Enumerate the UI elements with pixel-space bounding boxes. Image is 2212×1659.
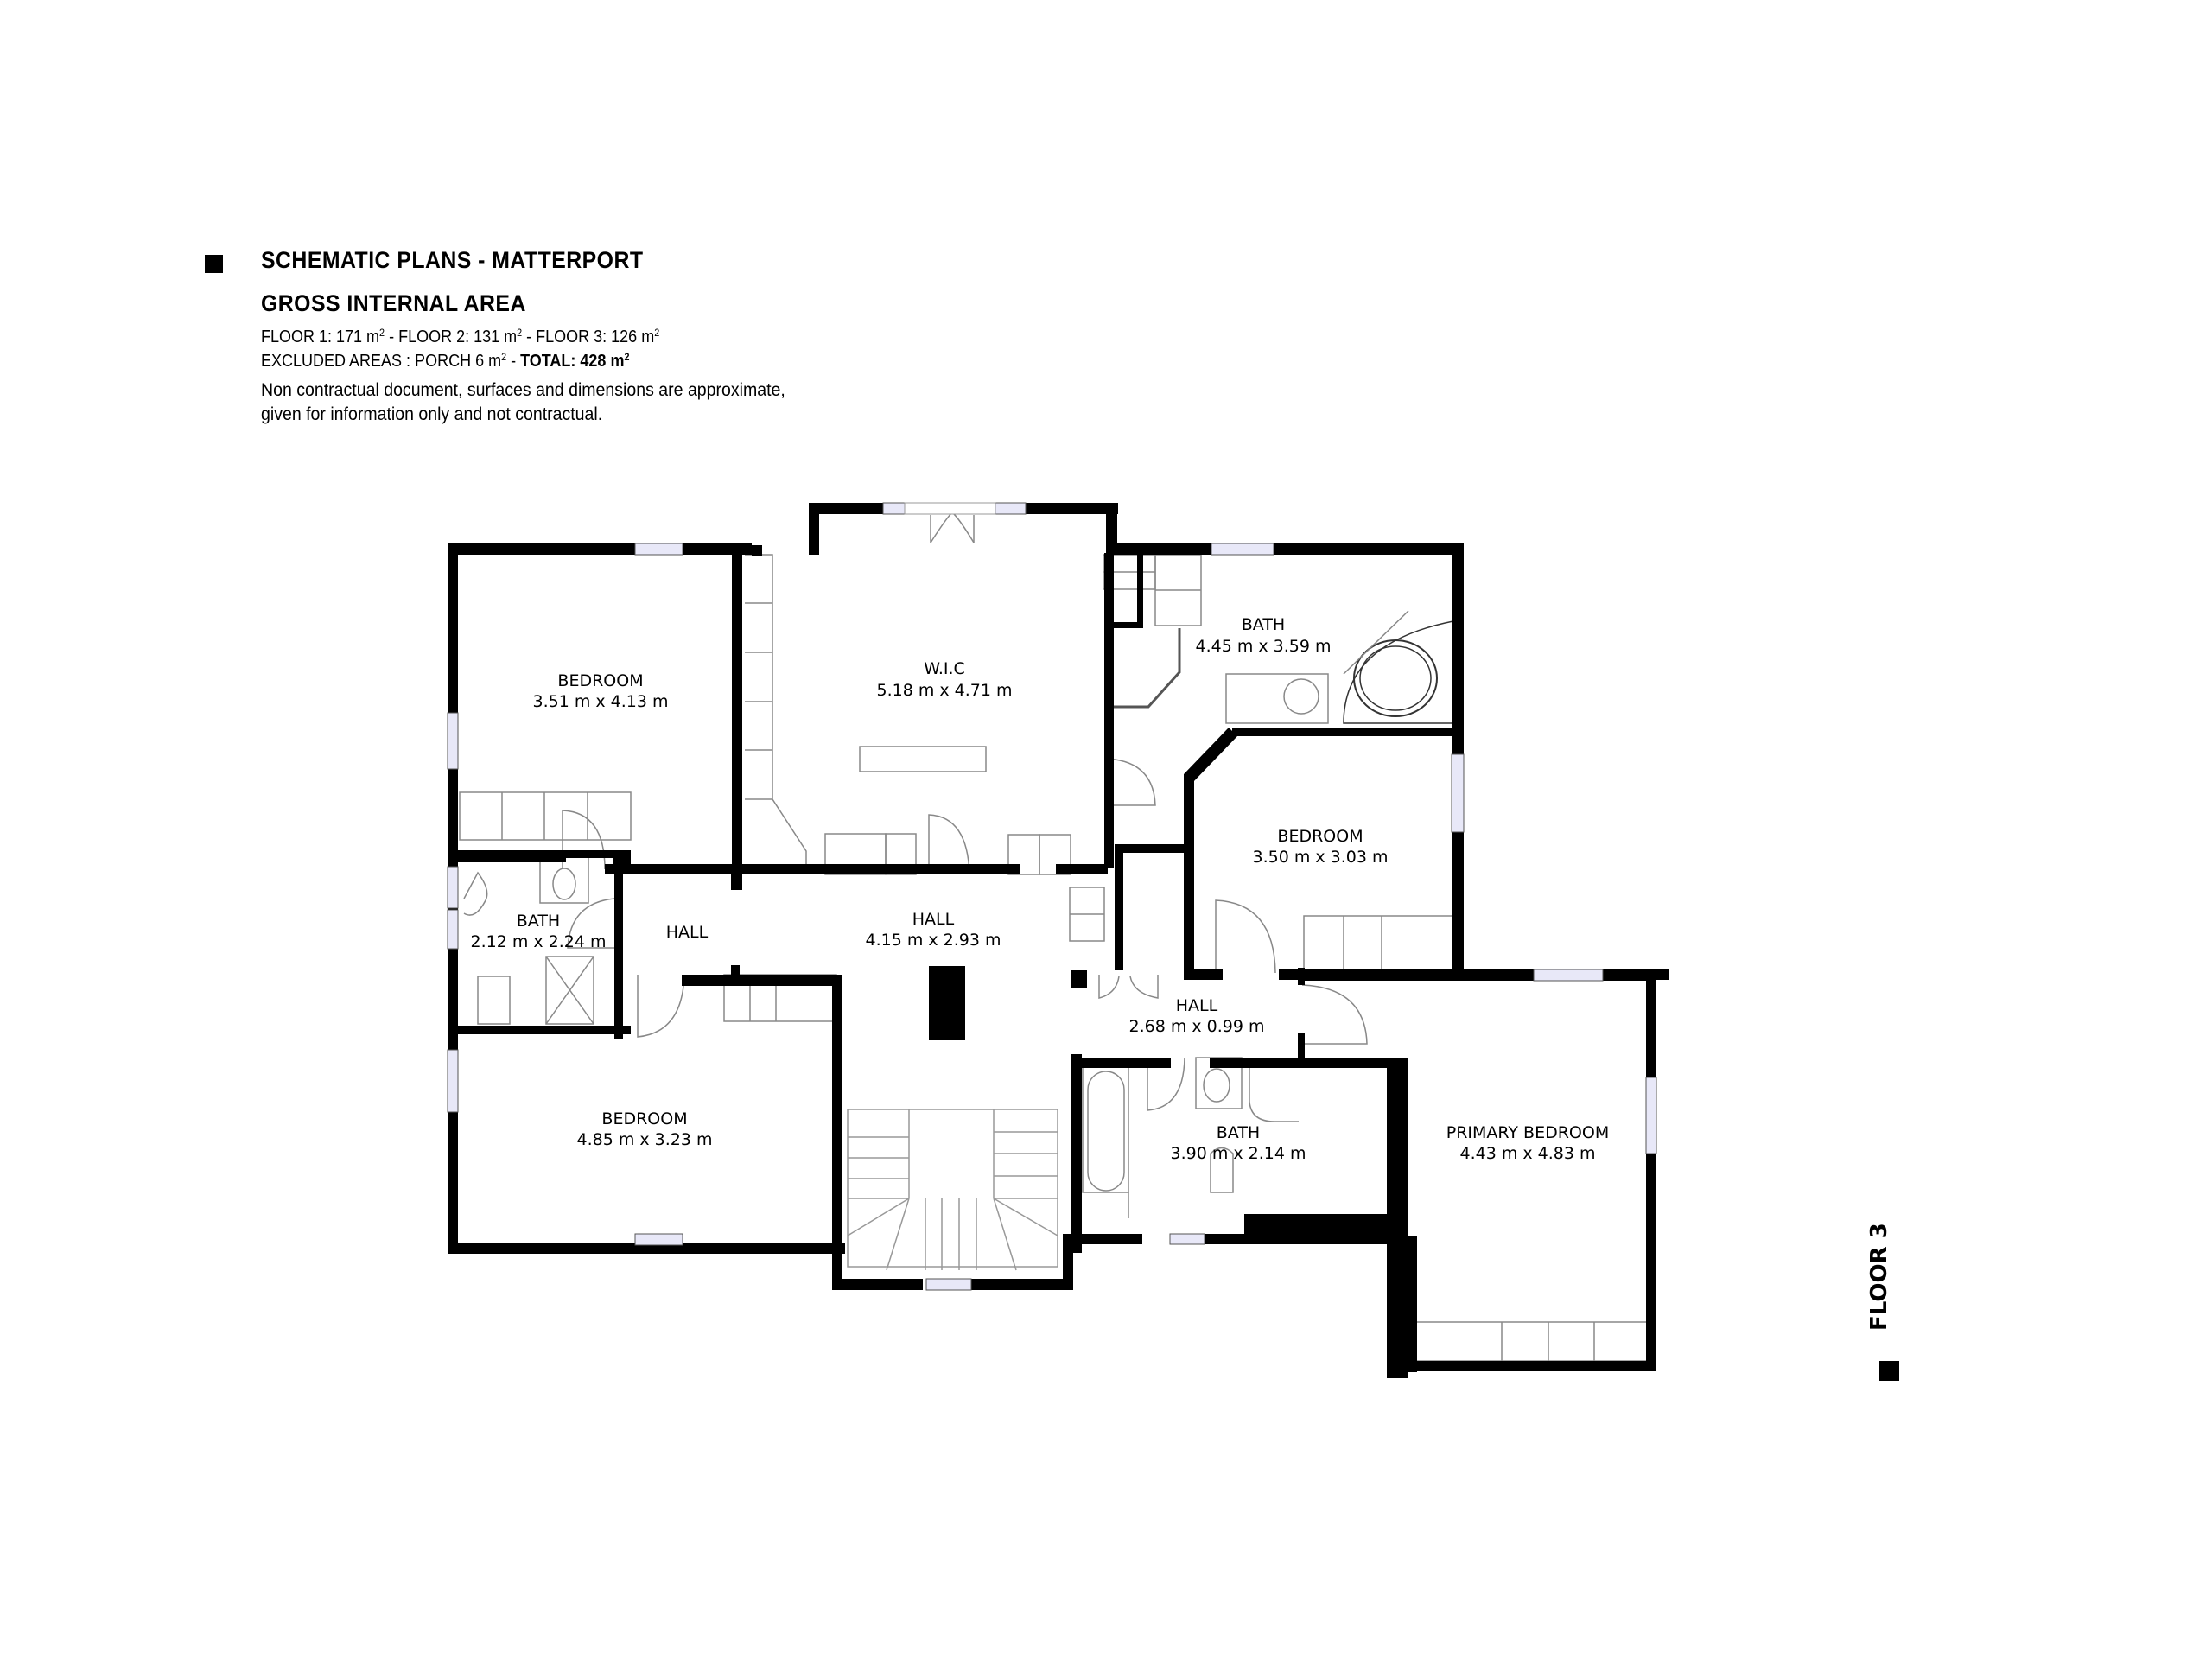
floor-areas-line: FLOOR 1: 171 m2 - FLOOR 2: 131 m2 - FLOO… <box>261 327 659 347</box>
room-dims-wic: 5.18 m x 4.71 m <box>876 681 1012 700</box>
room-name-bath-w: BATH <box>517 912 560 931</box>
disclaimer-line-2: given for information only and not contr… <box>261 404 603 424</box>
room-name-hall-e: HALL <box>1176 996 1218 1015</box>
window <box>1211 543 1274 556</box>
document-title: SCHEMATIC PLANS - MATTERPORT <box>261 247 644 273</box>
sink-icon <box>1283 678 1319 715</box>
shower-screen <box>1104 628 1181 709</box>
room-dims-bath-w: 2.12 m x 2.24 m <box>470 932 606 951</box>
shower-tray <box>545 956 594 1025</box>
sink-icon <box>1203 1068 1230 1103</box>
room-dims-bedroom-e: 3.50 m x 3.03 m <box>1252 848 1388 867</box>
superscript: 2 <box>517 327 523 339</box>
window <box>925 1278 972 1291</box>
room-name-wic: W.I.C <box>924 659 965 678</box>
door-swing <box>1147 1057 1185 1111</box>
superscript: 2 <box>654 327 660 339</box>
bathtub-icon <box>1087 1071 1125 1192</box>
windows-layer <box>447 502 1657 1291</box>
window <box>1645 1077 1657 1154</box>
window <box>447 866 459 909</box>
room-labels: BEDROOM 3.51 m x 4.13 m W.I.C 5.18 m x 4… <box>470 615 1609 1163</box>
window <box>634 543 683 556</box>
wic-island <box>859 746 987 772</box>
wardrobe <box>459 791 632 841</box>
disclaimer-line-1: Non contractual document, surfaces and d… <box>261 380 785 400</box>
floor2-area: - FLOOR 2: 131 m <box>385 327 518 347</box>
window <box>634 1233 683 1246</box>
room-dims-bath-s: 3.90 m x 2.14 m <box>1170 1144 1306 1163</box>
staircase <box>847 1109 1058 1271</box>
floor3-area: - FLOOR 3: 126 m <box>522 327 655 347</box>
superscript: 2 <box>379 327 385 339</box>
bathtub-icon <box>1353 639 1438 717</box>
window <box>1451 753 1465 833</box>
room-dims-bedroom-sw: 4.85 m x 3.23 m <box>576 1130 712 1149</box>
wall <box>448 543 752 555</box>
room-name-bath-s: BATH <box>1217 1123 1260 1142</box>
toilet-icon <box>1210 1147 1234 1193</box>
separator: - <box>506 352 521 372</box>
gross-internal-area-heading: GROSS INTERNAL AREA <box>261 290 526 316</box>
room-name-hall-small: HALL <box>666 923 709 942</box>
walls-layer <box>448 503 1669 1378</box>
room-dims-bath-ne: 4.45 m x 3.59 m <box>1195 637 1331 656</box>
room-dims-hall-main: 4.15 m x 2.93 m <box>865 931 1001 950</box>
room-name-primary-bedroom: PRIMARY BEDROOM <box>1446 1123 1609 1142</box>
door-opening <box>904 502 996 515</box>
total-area: TOTAL: 428 m <box>520 352 625 372</box>
window <box>995 502 1027 515</box>
sink-icon <box>552 868 576 900</box>
window <box>447 1049 459 1113</box>
chimney-block <box>929 966 965 1040</box>
room-dims-hall-e: 2.68 m x 0.99 m <box>1128 1017 1264 1036</box>
window <box>1533 969 1604 982</box>
window <box>447 909 459 950</box>
room-name-bedroom-e: BEDROOM <box>1277 827 1363 846</box>
excluded-porch: EXCLUDED AREAS : PORCH 6 m <box>261 352 502 372</box>
window <box>447 712 459 770</box>
title-bullet-square <box>205 255 223 273</box>
toilet-icon <box>463 871 488 916</box>
floor-number-label: FLOOR 3 <box>1866 1223 1892 1331</box>
excluded-areas-line: EXCLUDED AREAS : PORCH 6 m2 - TOTAL: 428… <box>261 351 629 372</box>
room-name-hall-main: HALL <box>912 910 955 929</box>
room-dims-bedroom-nw: 3.51 m x 4.13 m <box>532 692 668 711</box>
floor1-area: FLOOR 1: 171 m <box>261 327 380 347</box>
room-name-bath-ne: BATH <box>1242 615 1285 634</box>
room-dims-primary-bedroom: 4.43 m x 4.83 m <box>1459 1144 1595 1163</box>
window <box>882 502 906 515</box>
superscript: 2 <box>624 351 630 363</box>
room-name-bedroom-sw: BEDROOM <box>601 1109 687 1128</box>
superscript: 2 <box>501 351 507 363</box>
window <box>1169 1233 1205 1245</box>
floor-bullet-square <box>1879 1361 1899 1381</box>
room-name-bedroom-nw: BEDROOM <box>557 671 643 690</box>
